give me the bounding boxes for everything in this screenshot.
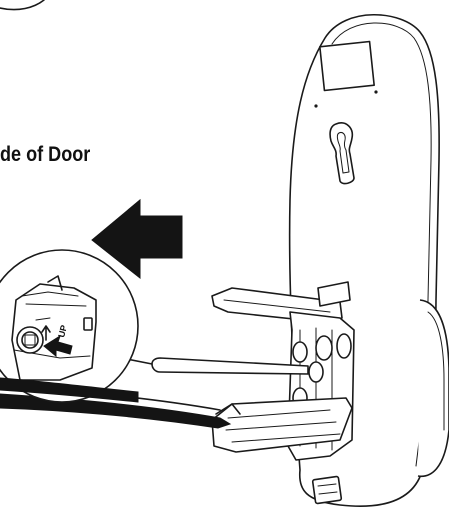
top-callout-arc — [0, 0, 45, 11]
tray-top-fin — [317, 281, 351, 307]
insert-arrow — [43, 334, 73, 358]
port-up-mark: UP — [56, 324, 69, 339]
side-housing — [417, 299, 449, 478]
bottom-latch — [311, 475, 343, 505]
direction-arrow — [91, 198, 183, 280]
display-window — [319, 40, 375, 92]
zoom-callout: UP — [0, 249, 139, 403]
screw-dot-right — [374, 90, 378, 94]
keyhole — [329, 122, 355, 185]
up-arrow-icon — [41, 325, 51, 341]
battery-tray — [211, 281, 355, 461]
side-of-door-label: de of Door — [0, 143, 91, 166]
screw-dot-left — [314, 104, 318, 108]
